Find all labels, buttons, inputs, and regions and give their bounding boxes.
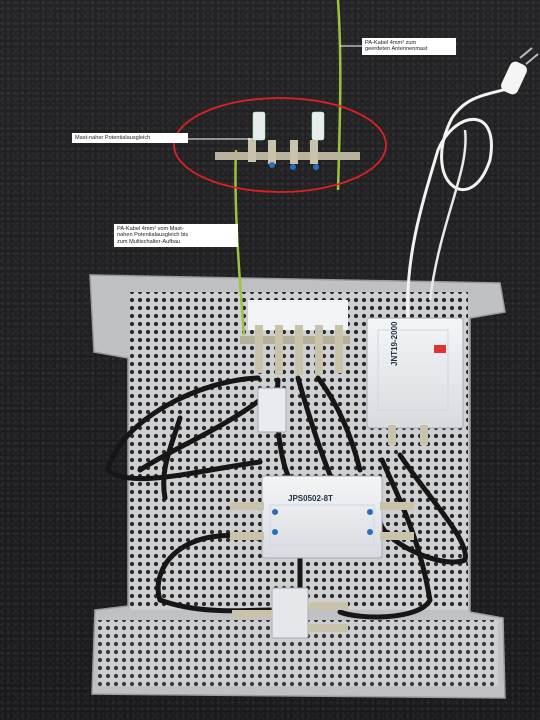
- label-pa-cable-mast: PA-Kabel 4mm² zum geerdeten Antennenmast: [362, 38, 456, 55]
- plate-potential-rail: [240, 300, 350, 375]
- psu-model-label: JNT19-2000: [390, 321, 399, 366]
- highlight-ellipse: [173, 97, 387, 193]
- power-supply-unit: [366, 317, 464, 445]
- label-pa-cable-to-switch: PA-Kabel 4mm² vom Mast- nahen Potentiala…: [114, 224, 238, 248]
- multiswitch-unit: [230, 475, 414, 559]
- lower-splitter: [232, 587, 348, 639]
- label-mast-near-equalization: Mast-naher Potentialausgleich: [72, 133, 188, 144]
- mast-potential-rail: [215, 111, 360, 170]
- power-cable: [406, 47, 539, 321]
- small-amplifier: [257, 387, 287, 433]
- multiswitch-model-label: JPS0502-8T: [288, 494, 333, 503]
